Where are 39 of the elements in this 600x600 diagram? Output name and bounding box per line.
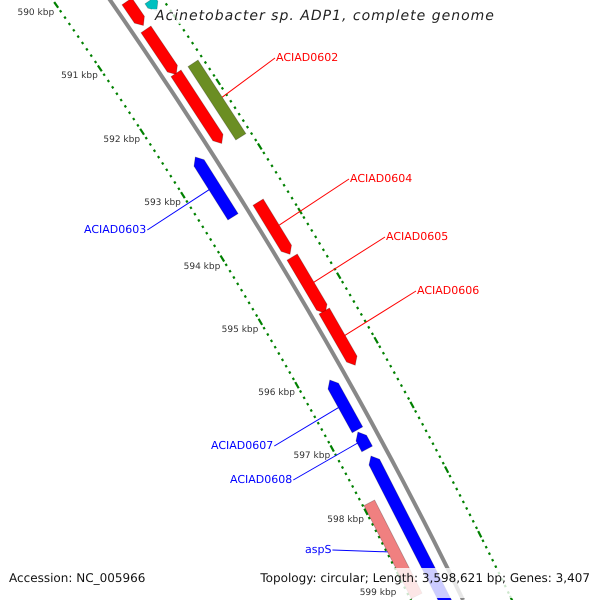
leader-line: [222, 58, 276, 98]
gene-bar: [356, 432, 373, 452]
leader-line: [313, 236, 386, 283]
scale-label: 591 kbp: [61, 72, 98, 82]
gene-label: ACIAD0604: [350, 173, 412, 186]
gene-bar: [328, 380, 362, 433]
leader-line: [274, 407, 339, 446]
gene-label: ACIAD0603: [84, 224, 146, 236]
gene-bar: [286, 254, 327, 314]
gene-bar: [145, 0, 158, 10]
gene-bar: [253, 198, 292, 254]
scale-label: 597 kbp: [293, 452, 330, 462]
gene-label: ACIAD0605: [386, 231, 448, 244]
gene-bar: [318, 308, 357, 366]
scale-label: 592 kbp: [103, 136, 140, 146]
scale-label: 595 kbp: [222, 326, 258, 336]
genome-stats-text: Topology: circular; Length: 3,598,621 bp; Genes: 3,407: [260, 572, 590, 586]
gene-bar: [141, 26, 178, 75]
scale-label: 599 kbp: [360, 588, 396, 598]
scale-label: 594 kbp: [184, 262, 220, 272]
gene-label: ACIAD0608: [230, 474, 292, 486]
leader-line: [292, 442, 358, 480]
gene-label: ACIAD0606: [417, 285, 480, 298]
scale-label: 596 kbp: [258, 389, 295, 400]
scale-label: 590 kbp: [17, 8, 54, 19]
gene-bar: [122, 0, 144, 26]
scale-label: 598 kbp: [327, 516, 364, 526]
accession-text: Accession: NC_005966: [9, 572, 146, 586]
leader-line: [344, 290, 416, 336]
gene-bar: [170, 70, 223, 144]
leader-line: [278, 178, 350, 226]
gene-label: ACIAD0607: [211, 440, 274, 452]
gene-label: ACIAD0602: [276, 52, 338, 64]
leader-line: [146, 189, 210, 230]
scale-label: 593 kbp: [144, 199, 181, 210]
gene-bar: [188, 60, 246, 140]
gene-label: aspS: [305, 544, 332, 556]
leader-line: [332, 550, 388, 552]
gene-bar: [194, 156, 238, 220]
